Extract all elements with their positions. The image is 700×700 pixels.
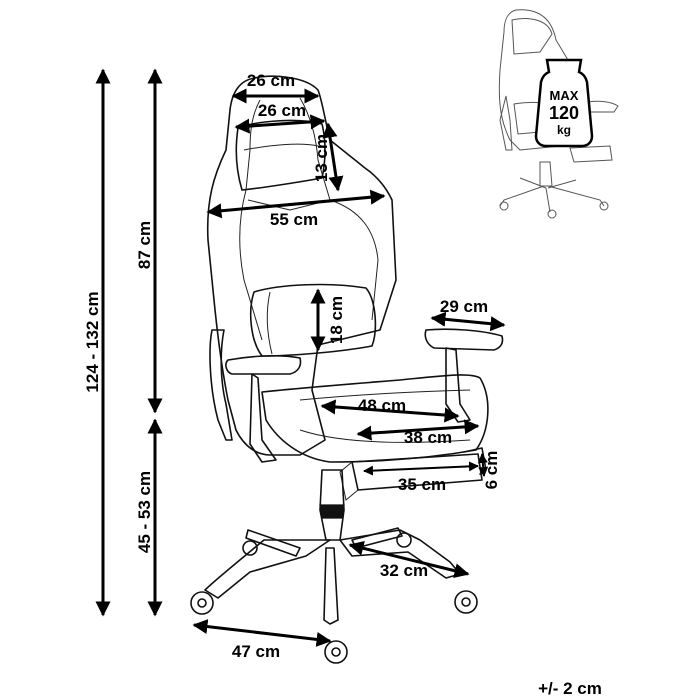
footrest-height-label: 6 cm bbox=[482, 451, 501, 490]
headrest-pillow-height-dimension: 13 cm bbox=[312, 122, 344, 192]
shoulder-width-arrow bbox=[206, 189, 386, 219]
headrest-pillow-width-label: 26 cm bbox=[258, 101, 306, 120]
max-load-value: 120 bbox=[549, 103, 579, 123]
headrest-top-width-dimension: 26 cm bbox=[231, 71, 320, 104]
seat-width-arrow bbox=[356, 419, 480, 441]
headrest-top-width-label: 26 cm bbox=[247, 71, 295, 90]
footrest-width-arrow bbox=[363, 461, 479, 476]
footrest-height-dimension: 6 cm bbox=[477, 451, 501, 490]
base-leg-arrow bbox=[348, 540, 470, 579]
seat-depth-arrow bbox=[320, 399, 460, 423]
lumbar-height-dimension: 18 cm bbox=[310, 288, 346, 352]
gaming-chair-drawing bbox=[190, 75, 504, 664]
tolerance-note: +/- 2 cm bbox=[538, 679, 602, 698]
total-height-dimension: 124 - 132 cm bbox=[83, 68, 111, 617]
chair-thumbnail bbox=[498, 9, 619, 219]
footrest-width-label: 35 cm bbox=[398, 475, 446, 494]
armrest-length-dimension: 29 cm bbox=[430, 297, 506, 332]
seat-width-label: 38 cm bbox=[404, 428, 452, 447]
lumbar-height-label: 18 cm bbox=[327, 296, 346, 344]
armrest-length-arrow bbox=[430, 311, 506, 332]
seat-height-dimension: 45 - 53 cm bbox=[135, 418, 163, 617]
base-width-dimension: 47 cm bbox=[192, 619, 332, 661]
max-load-unit: kg bbox=[557, 123, 571, 137]
shoulder-width-label: 55 cm bbox=[270, 210, 318, 229]
headrest-pillow-width-arrow bbox=[234, 114, 326, 134]
headrest-pillow-height-label: 13 cm bbox=[312, 134, 331, 182]
seat-depth-dimension: 48 cm bbox=[320, 396, 460, 423]
base-width-label: 47 cm bbox=[232, 642, 280, 661]
seat-height-label: 45 - 53 cm bbox=[135, 471, 154, 553]
back-height-label: 87 cm bbox=[135, 221, 154, 269]
seat-depth-label: 48 cm bbox=[358, 396, 406, 415]
back-height-dimension: 87 cm bbox=[135, 68, 163, 414]
shoulder-width-dimension: 55 cm bbox=[206, 189, 386, 229]
seat-width-dimension: 38 cm bbox=[356, 419, 480, 447]
max-load-badge: MAX 120 kg bbox=[534, 58, 594, 148]
max-load-label: MAX bbox=[550, 88, 579, 103]
footrest-width-dimension: 35 cm bbox=[363, 461, 479, 494]
total-height-label: 124 - 132 cm bbox=[83, 291, 102, 392]
headrest-pillow-width-dimension: 26 cm bbox=[234, 101, 326, 134]
headrest-pillow-height-arrow bbox=[322, 122, 344, 192]
armrest-length-label: 29 cm bbox=[440, 297, 488, 316]
footrest-height-arrow bbox=[477, 453, 489, 477]
base-width-arrow bbox=[192, 619, 332, 647]
base-leg-dimension: 32 cm bbox=[348, 540, 470, 580]
base-leg-label: 32 cm bbox=[380, 561, 428, 580]
